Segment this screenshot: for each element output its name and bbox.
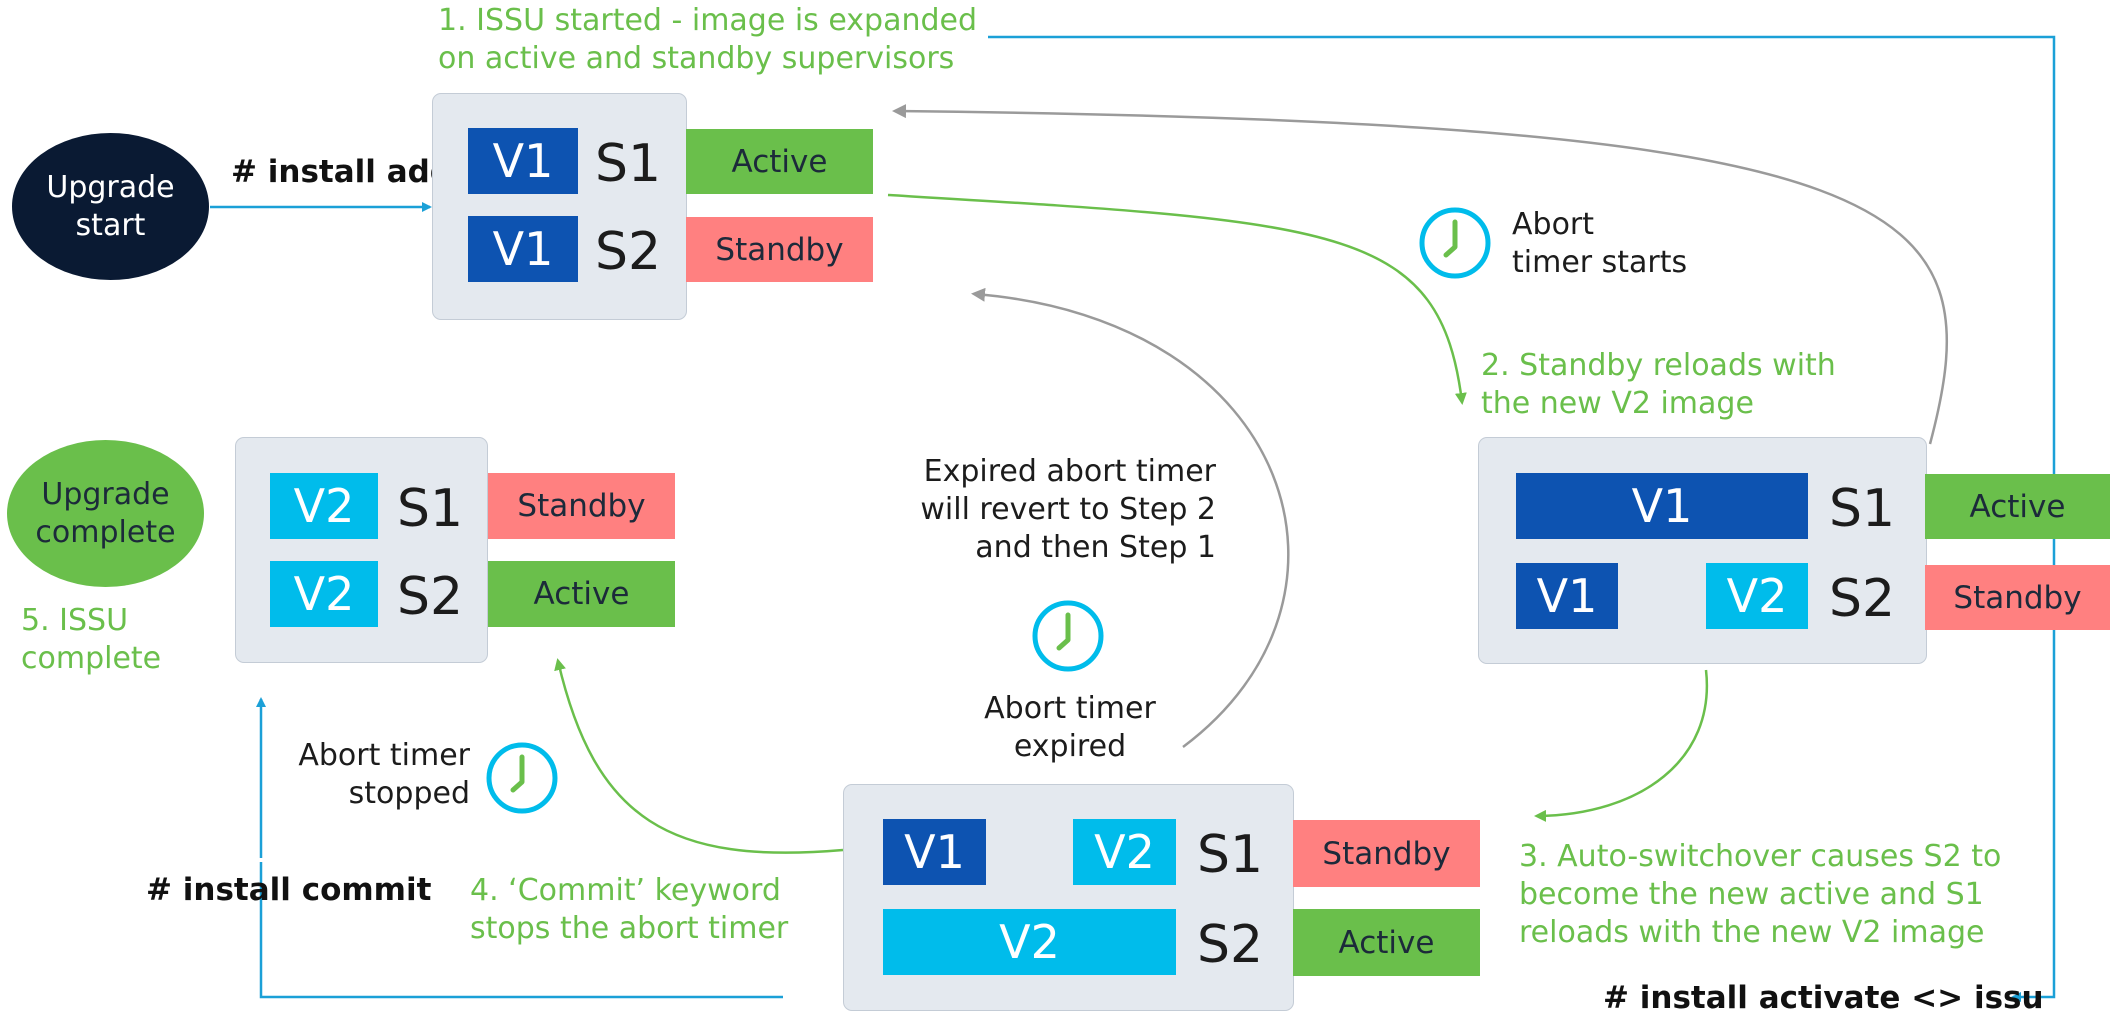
upgrade-start-oval: Upgrade start xyxy=(12,133,209,280)
install-commit-command: # install commit xyxy=(146,872,432,908)
install-activate-command: # install activate <> issu xyxy=(1603,980,2044,1016)
step1-label: 1. ISSU started - image is expanded on a… xyxy=(438,3,978,76)
step5-label: 5. ISSU complete xyxy=(21,603,162,676)
panel2-s2-role: Standby xyxy=(1925,565,2110,630)
revert-note-label: Expired abort timer will revert to Step … xyxy=(920,454,1216,565)
revert-arrow-to-panel1 xyxy=(892,104,1949,445)
panel3-s2-role: Active xyxy=(1293,909,1480,976)
panel5-s1-role: Standby xyxy=(488,473,675,539)
panel-step5 xyxy=(235,437,488,663)
panel3-s1-role: Standby xyxy=(1293,820,1480,887)
panel2-s1-label: S1 xyxy=(1829,479,1896,539)
panel3-s2-image: V2 xyxy=(883,909,1176,975)
panel3-s2-label: S2 xyxy=(1197,915,1264,975)
panel3-s1-label: S1 xyxy=(1197,825,1264,885)
abort-timer-expired-label: Abort timer expired xyxy=(984,691,1156,764)
step3-label: 3. Auto-switchover causes S2 to become t… xyxy=(1519,839,2002,950)
panel1-s2-role: Standby xyxy=(686,217,873,282)
panel1-s1-image: V1 xyxy=(468,128,578,194)
panel1-s1-label: S1 xyxy=(595,134,662,194)
clock-icon xyxy=(1032,600,1104,672)
panel2-s1-role: Active xyxy=(1925,474,2110,539)
arrow-commit-return xyxy=(259,862,783,999)
panel5-s2-image: V2 xyxy=(270,561,378,627)
upgrade-complete-oval: Upgrade complete xyxy=(7,440,204,587)
arrow-step2-to-step3 xyxy=(1534,669,1709,822)
revert-arrow-expired xyxy=(971,287,1290,749)
panel2-s2-label: S2 xyxy=(1829,569,1896,629)
abort-timer-starts-label: Abort timer starts xyxy=(1512,207,1688,280)
panel1-s2-image: V1 xyxy=(468,216,578,282)
arrow-step3-to-step5 xyxy=(554,658,844,854)
step4-label: 4. ‘Commit’ keyword stops the abort time… xyxy=(470,873,789,946)
panel5-s2-role: Active xyxy=(488,561,675,627)
panel-step2 xyxy=(1478,437,1927,664)
panel3-s1-image-old: V1 xyxy=(883,819,986,885)
arrow-step1-to-step2 xyxy=(887,193,1467,405)
panel2-s1-image: V1 xyxy=(1516,473,1808,539)
panel5-s1-image: V2 xyxy=(270,473,378,539)
panel2-s2-image-new: V2 xyxy=(1706,563,1808,629)
panel3-s1-image-new: V2 xyxy=(1073,819,1176,885)
panel1-s1-role: Active xyxy=(686,129,873,194)
abort-timer-stopped-label: Abort timer stopped xyxy=(298,738,470,811)
panel5-s1-label: S1 xyxy=(397,479,464,539)
panel1-s2-label: S2 xyxy=(595,222,662,282)
clock-icon xyxy=(1419,207,1491,279)
panel5-s2-label: S2 xyxy=(397,567,464,627)
step2-label: 2. Standby reloads with the new V2 image xyxy=(1481,348,1836,421)
clock-icon xyxy=(486,742,558,814)
install-add-command: # install add xyxy=(231,154,452,190)
panel2-s2-image-old: V1 xyxy=(1516,563,1618,629)
